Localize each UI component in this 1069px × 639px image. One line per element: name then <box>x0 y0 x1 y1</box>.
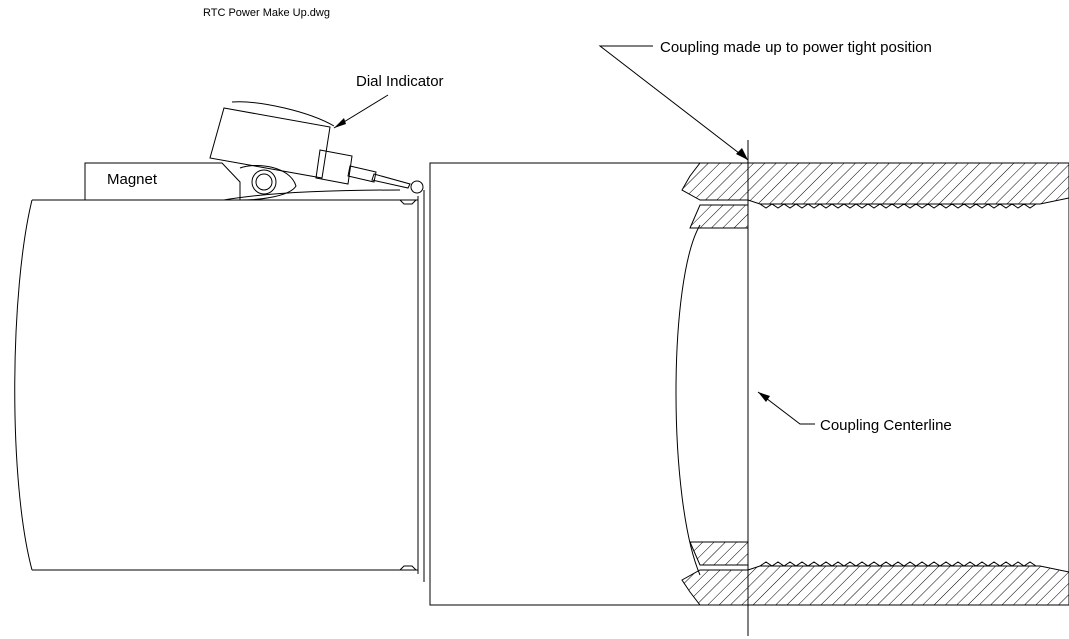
centerline-leader <box>757 391 815 425</box>
coupling-thread-section-top <box>681 162 1069 229</box>
magnet-label: Magnet <box>107 171 158 188</box>
pipe-body <box>14 190 425 582</box>
dial-indicator-label: Dial Indicator <box>356 73 444 90</box>
power-tight-label: Coupling made up to power tight position <box>660 39 932 56</box>
magnet-base <box>84 162 401 201</box>
power-tight-leader <box>598 45 749 161</box>
centerline-arrowhead <box>758 392 770 402</box>
drawing-filename: RTC Power Make Up.dwg <box>203 7 330 19</box>
centerline-label: Coupling Centerline <box>820 417 952 434</box>
dial-indicator <box>209 101 424 194</box>
dial-indicator-arrowhead <box>334 118 346 128</box>
coupling-body <box>429 162 1069 606</box>
coupling-thread-section-bottom <box>681 541 1069 606</box>
power-tight-arrowhead <box>736 148 748 160</box>
